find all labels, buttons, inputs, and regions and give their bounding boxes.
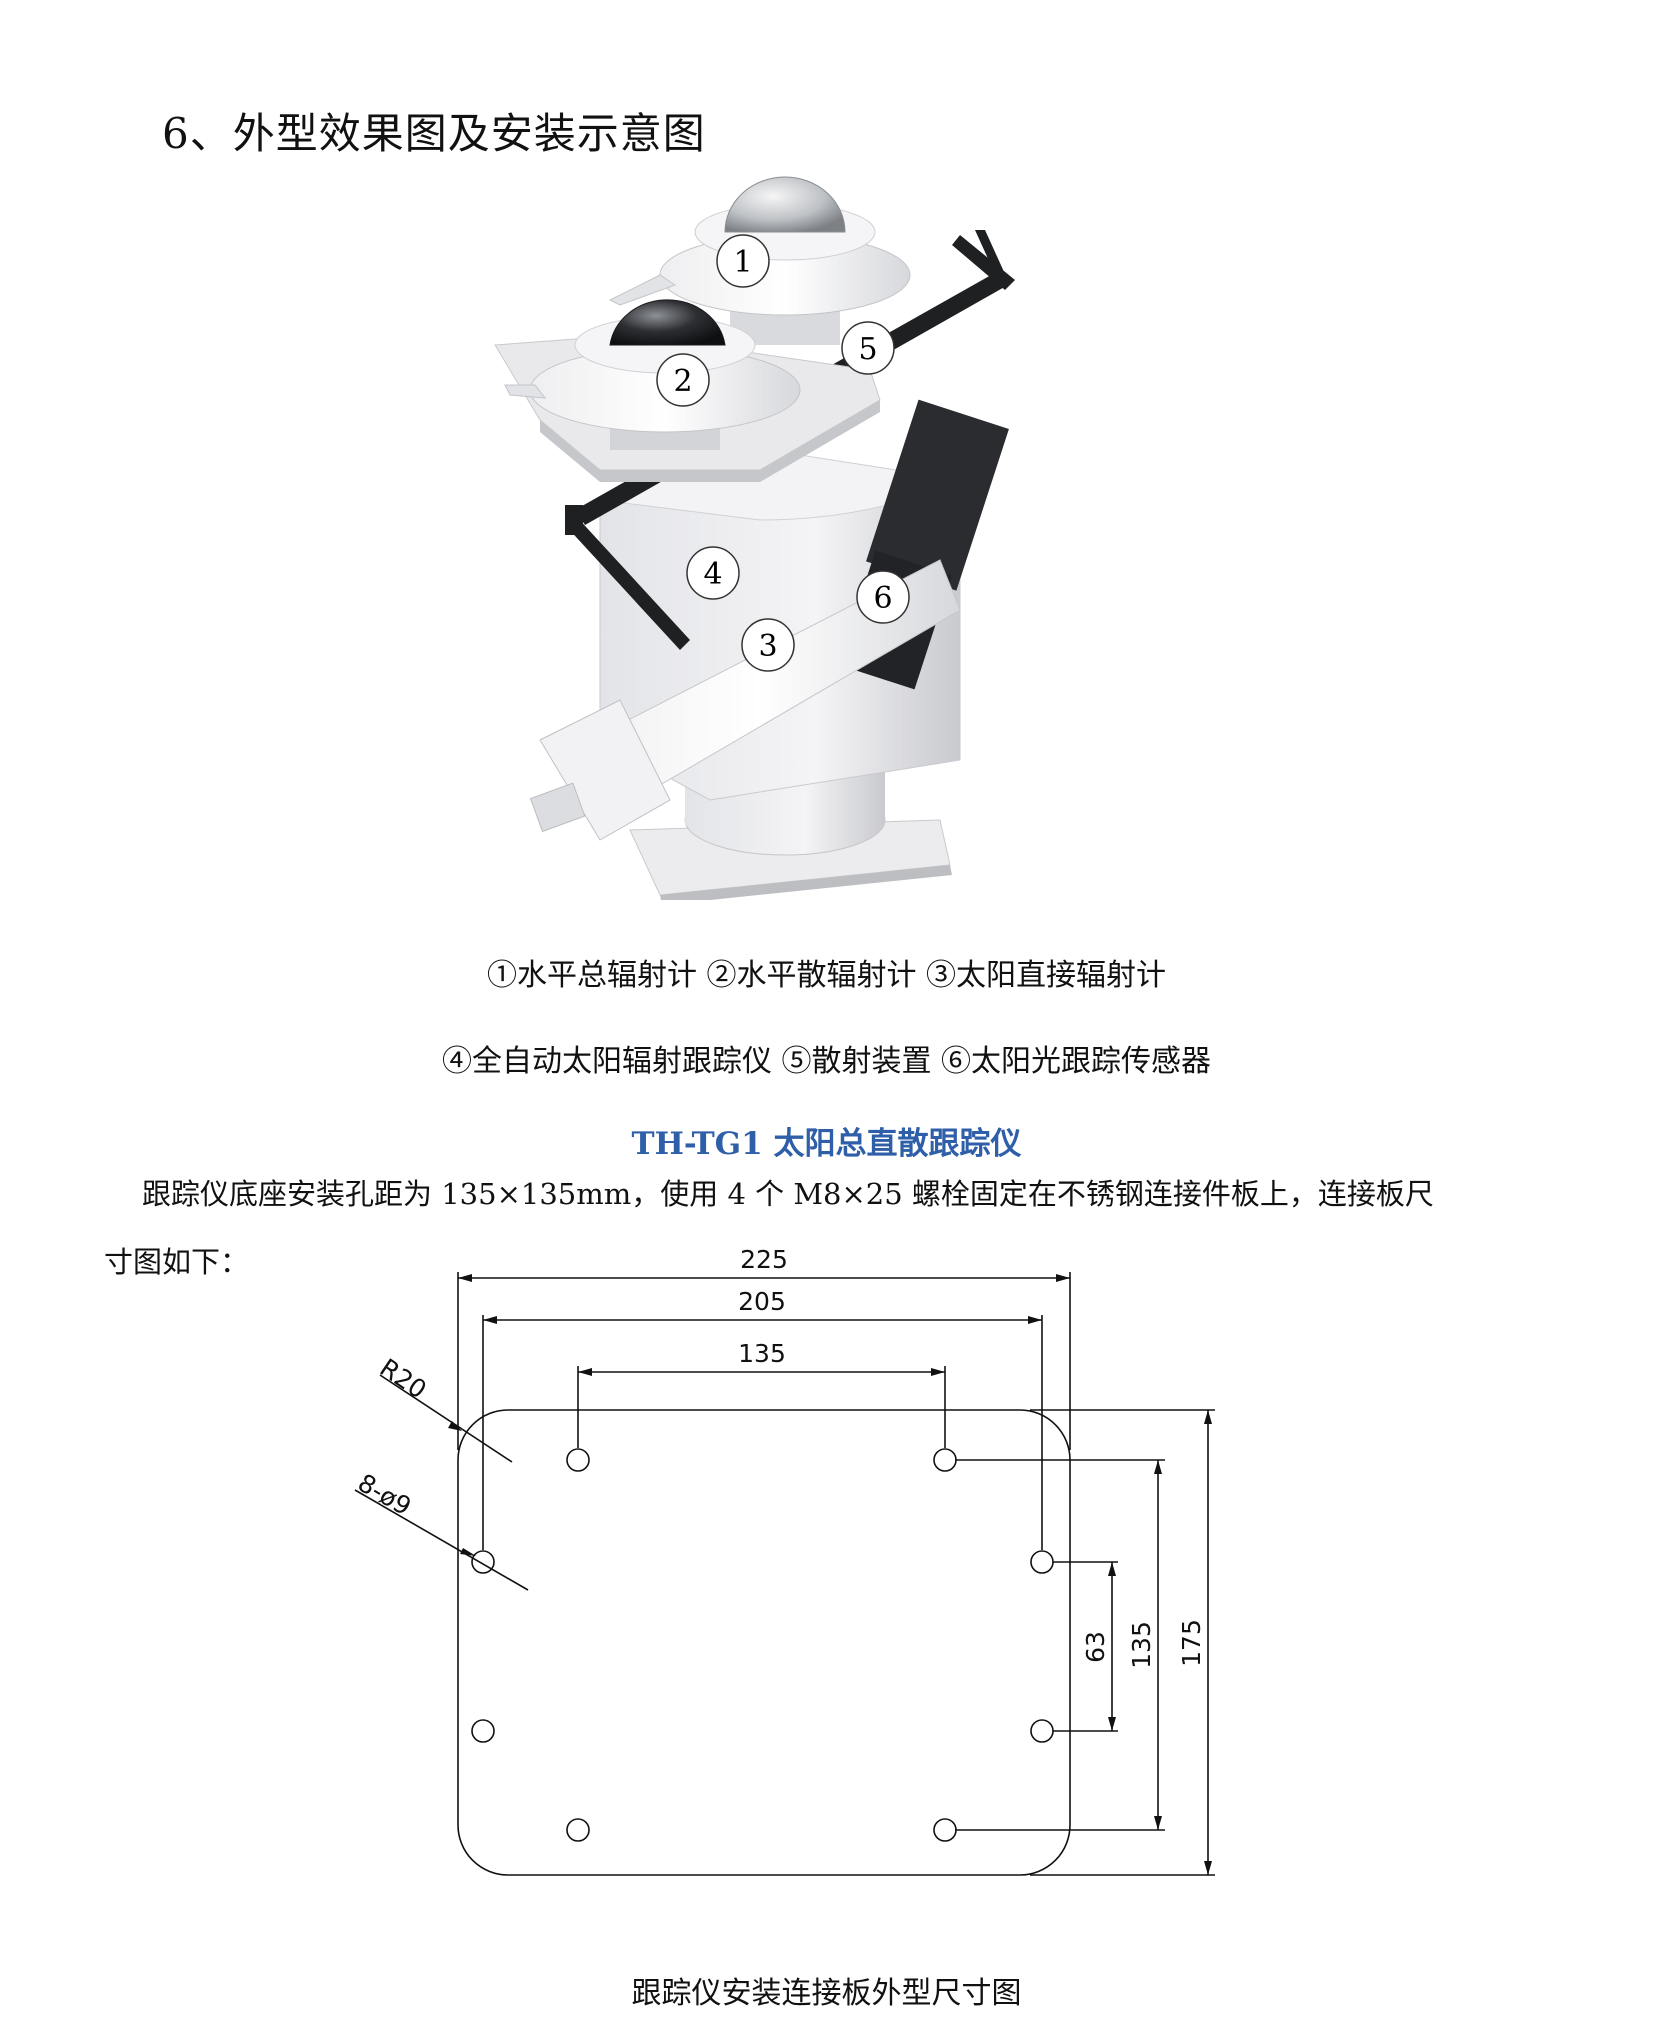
dim-r20: R20 xyxy=(375,1353,432,1405)
svg-text:1: 1 xyxy=(733,245,752,280)
paragraph-line-2: 寸图如下： xyxy=(104,1245,250,1279)
legend-line-1: ①水平总辐射计 ②水平散辐射计 ③太阳直接辐射计 xyxy=(486,958,1167,993)
callout-4: 4 xyxy=(686,546,740,600)
plate-outline xyxy=(457,1409,1071,1876)
figure-caption: 跟踪仪安装连接板外型尺寸图 xyxy=(631,1976,1022,2011)
svg-text:5: 5 xyxy=(858,332,877,367)
svg-text:6: 6 xyxy=(873,581,892,616)
dim-135-horizontal: 135 xyxy=(738,1339,786,1368)
paragraph-line-1: 跟踪仪底座安装孔距为 135×135mm，使用 4 个 M8×25 螺栓固定在不… xyxy=(142,1177,1434,1211)
svg-text:2: 2 xyxy=(673,364,692,399)
legend-line-2: ④全自动太阳辐射跟踪仪 ⑤散射装置 ⑥太阳光跟踪传感器 xyxy=(441,1044,1212,1079)
dim-63: 63 xyxy=(1081,1631,1110,1663)
dim-holes: 8-ø9 xyxy=(353,1468,416,1521)
svg-text:3: 3 xyxy=(758,629,777,664)
hole xyxy=(933,1818,957,1842)
direct-radiometer xyxy=(529,559,961,841)
body-paragraph: 跟踪仪底座安装孔距为 135×135mm，使用 4 个 M8×25 螺栓固定在不… xyxy=(104,1160,1554,1296)
hole xyxy=(566,1818,590,1842)
dim-225: 225 xyxy=(740,1245,788,1274)
section-title: 6、外型效果图及安装示意图 xyxy=(162,109,706,158)
mounting-plate-drawing: 225 205 135 R20 8-ø9 175 135 63 xyxy=(353,1245,1215,1876)
hole xyxy=(471,1719,495,1743)
tracker-base xyxy=(629,770,952,900)
callout-1: 1 xyxy=(716,234,770,288)
dim-175: 175 xyxy=(1177,1619,1206,1667)
hole xyxy=(471,1550,495,1574)
dim-135-vertical: 135 xyxy=(1127,1621,1156,1669)
callout-3: 3 xyxy=(741,618,795,672)
hole xyxy=(1030,1719,1054,1743)
hole xyxy=(933,1448,957,1472)
hole xyxy=(566,1448,590,1472)
callout-6: 6 xyxy=(856,570,910,624)
svg-text:4: 4 xyxy=(703,557,722,592)
callout-5: 5 xyxy=(841,321,895,375)
product-title: TH-TG1 太阳总直散跟踪仪 xyxy=(631,1126,1022,1162)
product-illustration: 1 2 3 4 5 6 xyxy=(494,176,1015,900)
hole xyxy=(1030,1550,1054,1574)
callout-2: 2 xyxy=(656,353,710,407)
pyranometer-2 xyxy=(504,299,801,450)
dim-205: 205 xyxy=(738,1287,786,1316)
